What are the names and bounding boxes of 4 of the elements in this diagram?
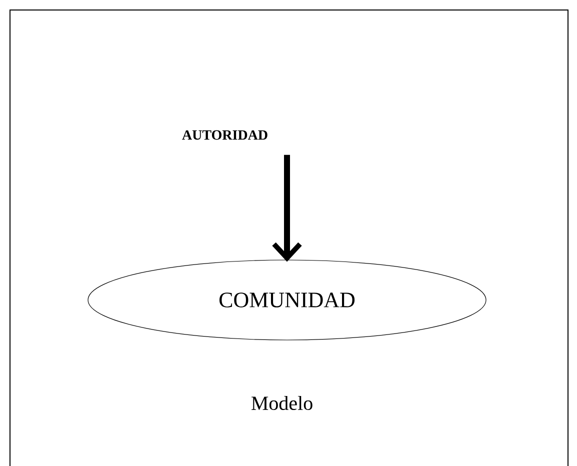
node-label: AUTORIDAD: [182, 130, 268, 140]
caption-text: Modelo: [251, 396, 312, 410]
ellipse-node: COMUNIDAD: [88, 260, 486, 340]
arrow: [272, 154, 302, 262]
